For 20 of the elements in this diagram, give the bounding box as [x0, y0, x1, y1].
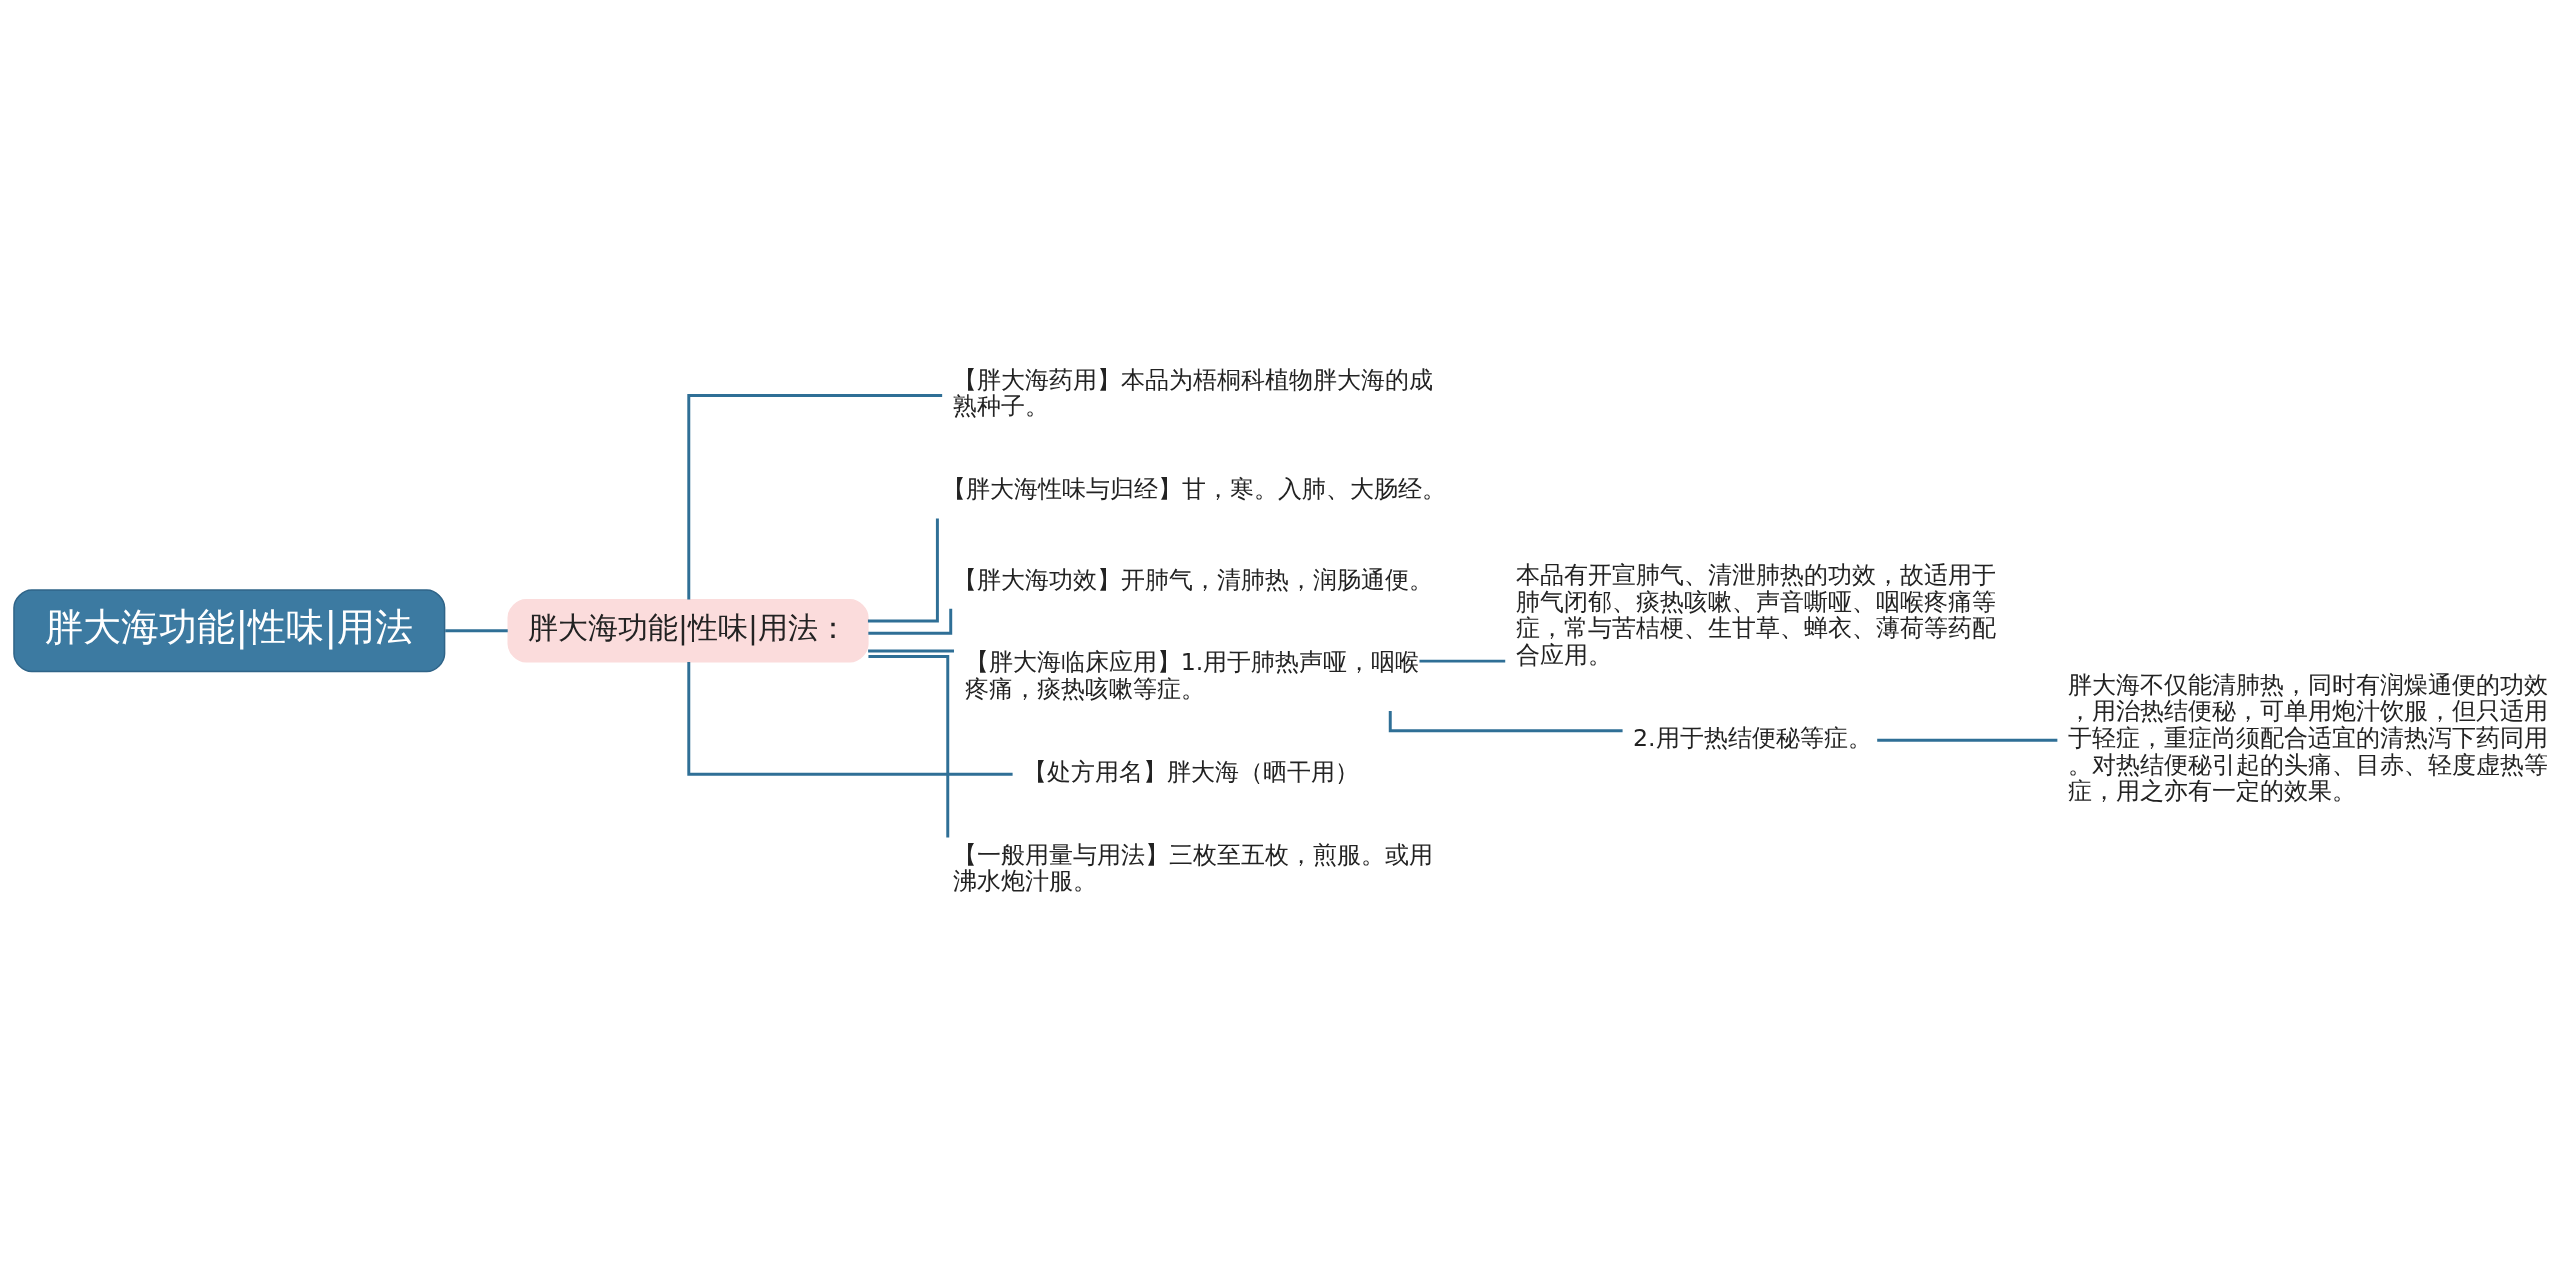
connector	[1419, 659, 1506, 663]
node-text: 【胖大海临床应用】1.用于肺热声哑，咽喉疼痛，痰热咳嗽等症。	[964, 647, 1420, 703]
connector	[867, 517, 939, 622]
node-text: 2.用于热结便秘等症。	[1632, 723, 1872, 752]
node-text: 【胖大海性味与归经】甘，寒。入肺、大肠经。	[941, 474, 1446, 503]
node-text: 本品有开宣肺气、清泄肺热的功效，故适用于肺气闭郁、痰热咳嗽、声音嘶哑、咽喉疼痛等症，常与苦桔梗、生甘草、蝉衣、薄荷等药配合应用。	[1516, 560, 1997, 669]
connector	[1877, 738, 2058, 742]
connector	[868, 654, 950, 838]
node-box: 胖大海功能|性味|用法：	[507, 598, 869, 663]
connector	[687, 661, 1013, 776]
connector	[687, 393, 943, 600]
node-text: 胖大海不仅能清肺热，同时有润燥通便的功效，用治热结便秘，可单用炮汁饮服，但只适用于轻症，重症尚须配合适宜的清热泻下药同用。对热结便秘引起的头痛、目赤、轻度虚热等症，用之亦有一定的效果。	[2068, 670, 2549, 805]
node-text: 【一般用量与用法】三枚至五枚，煎服。或用沸水炮汁服。	[952, 840, 1433, 895]
node-text: 【处方用名】胖大海（晒干用）	[1023, 757, 1360, 786]
connector	[868, 608, 953, 635]
node-box: 胖大海功能|性味|用法	[13, 588, 446, 672]
node-text: 【胖大海功效】开肺气，清肺热，润肠通便。	[952, 565, 1433, 594]
node-text: 【胖大海药用】本品为梧桐科植物胖大海的成熟种子。	[952, 365, 1433, 420]
connector	[445, 628, 508, 632]
connector	[868, 649, 954, 652]
